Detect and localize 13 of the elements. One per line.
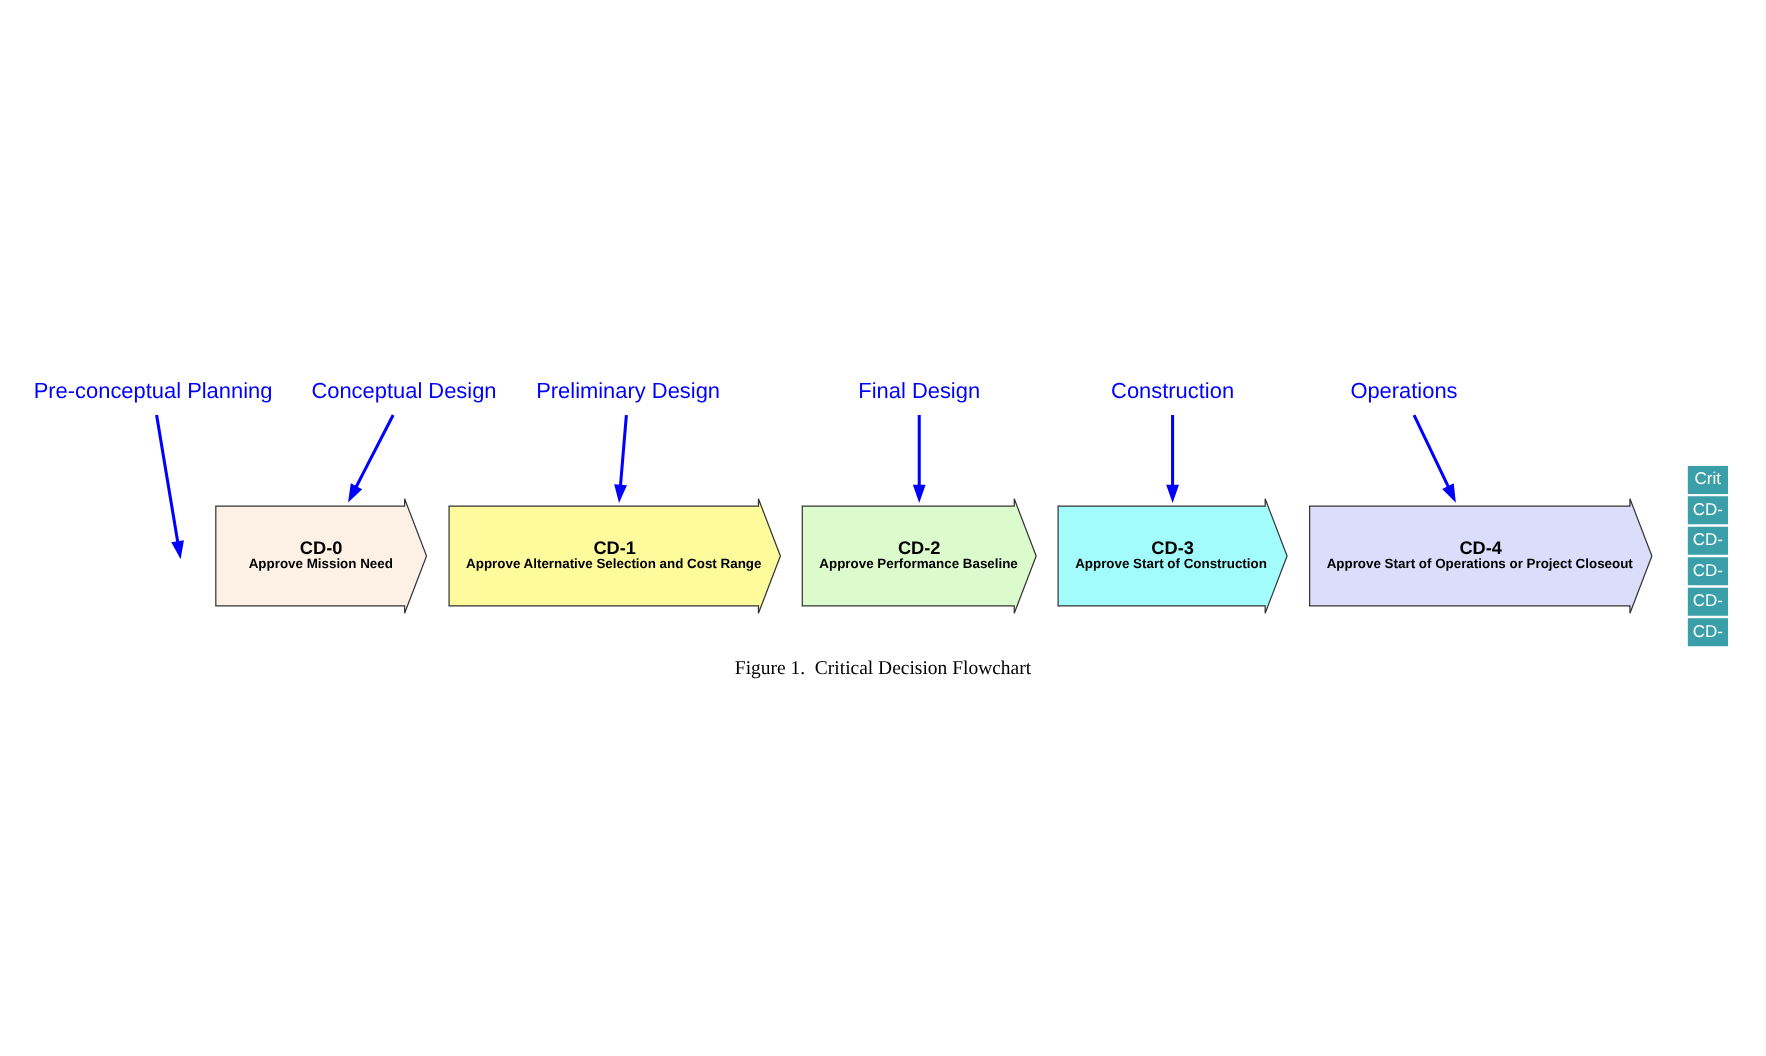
label: CD-: [1692, 559, 1723, 580]
caption: Figure 1. Critical Decision Flowchart: [734, 657, 1032, 680]
label: CD-: [1692, 529, 1723, 550]
node-text: Conceptual Design: [311, 380, 497, 405]
label: CD-: [1692, 620, 1723, 641]
label: Crit: [1694, 468, 1722, 489]
node-text: Pre-conceptual Planning: [33, 380, 273, 405]
label: CD-: [1692, 498, 1723, 519]
label: CD-: [1692, 590, 1723, 611]
node-text: Preliminary Design: [536, 380, 721, 405]
node-text: Operations: [1350, 380, 1458, 405]
node-text: Final Design: [858, 380, 981, 405]
node-text: Construction: [1111, 380, 1235, 405]
